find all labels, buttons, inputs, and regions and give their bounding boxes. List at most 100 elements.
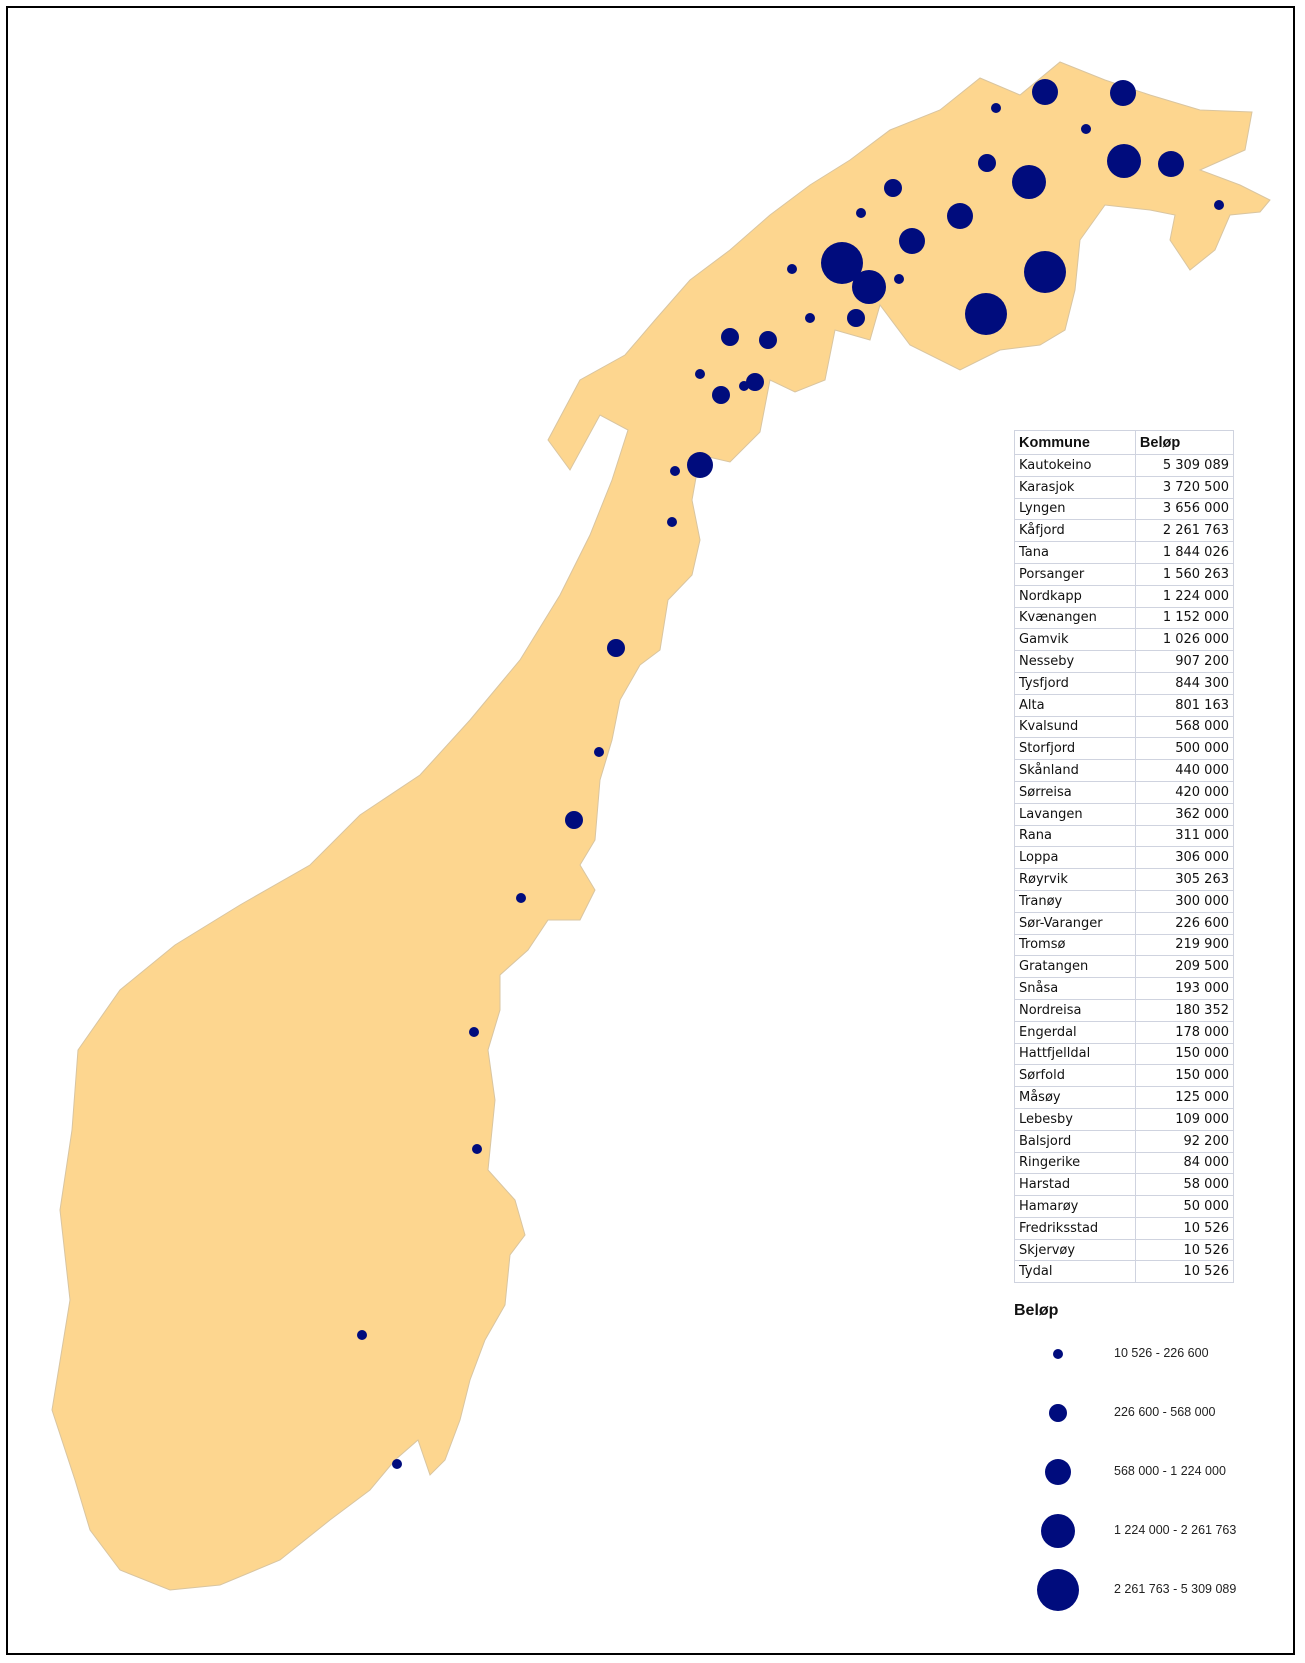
kommune-cell: Balsjord xyxy=(1014,1129,1136,1153)
amount-bubble xyxy=(469,1027,479,1037)
belop-cell: 440 000 xyxy=(1134,759,1235,782)
belop-cell: 226 600 xyxy=(1134,911,1235,935)
belop-cell: 844 300 xyxy=(1134,671,1235,695)
amount-bubble xyxy=(1024,251,1066,293)
norway-outline xyxy=(51,61,1271,1591)
kommune-cell: Porsanger xyxy=(1014,562,1136,586)
kommune-cell: Loppa xyxy=(1014,846,1136,870)
kommune-cell: Sørreisa xyxy=(1014,780,1136,804)
kommune-cell: Lyngen xyxy=(1014,497,1136,521)
belop-cell: 500 000 xyxy=(1134,737,1235,761)
kommune-cell: Tysfjord xyxy=(1014,671,1136,695)
amount-bubble xyxy=(884,179,902,197)
belop-cell: 125 000 xyxy=(1134,1086,1235,1109)
amount-bubble xyxy=(1214,200,1224,210)
legend-bubble xyxy=(1041,1514,1075,1548)
belop-cell: 193 000 xyxy=(1134,977,1235,1000)
belop-cell: 5 309 089 xyxy=(1134,454,1235,477)
amount-bubble xyxy=(594,747,604,757)
map-frame xyxy=(6,6,1295,1655)
belop-cell: 150 000 xyxy=(1134,1064,1235,1088)
amount-bubble xyxy=(739,381,749,391)
kommune-cell: Tromsø xyxy=(1014,933,1136,957)
belop-cell: 362 000 xyxy=(1134,802,1235,826)
belop-cell: 1 224 000 xyxy=(1134,584,1235,608)
kommune-cell: Sør-Varanger xyxy=(1014,911,1136,935)
belop-cell: 311 000 xyxy=(1134,824,1235,848)
belop-cell: 178 000 xyxy=(1134,1020,1235,1044)
amount-bubble xyxy=(978,154,996,172)
belop-cell: 568 000 xyxy=(1134,715,1235,739)
kommune-cell: Tydal xyxy=(1014,1260,1136,1284)
kommune-cell: Nesseby xyxy=(1014,650,1136,673)
legend-label: 568 000 - 1 224 000 xyxy=(1114,1464,1226,1478)
belop-cell: 1 152 000 xyxy=(1134,606,1235,630)
kommune-cell: Nordkapp xyxy=(1014,584,1136,608)
legend-title: Beløp xyxy=(1014,1302,1059,1319)
amount-bubble xyxy=(821,242,863,284)
belop-cell: 50 000 xyxy=(1134,1195,1235,1218)
legend-label: 10 526 - 226 600 xyxy=(1114,1346,1209,1360)
kommune-cell: Skånland xyxy=(1014,759,1136,782)
legend-bubble xyxy=(1037,1569,1079,1611)
belop-cell: 84 000 xyxy=(1134,1151,1235,1175)
kommune-cell: Gratangen xyxy=(1014,955,1136,979)
legend-bubble xyxy=(1049,1404,1067,1422)
kommune-cell: Røyrvik xyxy=(1014,868,1136,891)
belop-cell: 1 026 000 xyxy=(1134,628,1235,652)
amount-bubble xyxy=(746,373,764,391)
kommune-cell: Tana xyxy=(1014,541,1136,564)
legend-label: 226 600 - 568 000 xyxy=(1114,1405,1216,1419)
kommune-cell: Rana xyxy=(1014,824,1136,848)
belop-cell: 300 000 xyxy=(1134,889,1235,913)
belop-cell: 109 000 xyxy=(1134,1107,1235,1131)
kommune-cell: Kåfjord xyxy=(1014,519,1136,543)
kommune-cell: Harstad xyxy=(1014,1173,1136,1197)
belop-cell: 2 261 763 xyxy=(1134,519,1235,543)
amount-bubble xyxy=(687,452,713,478)
kommune-cell: Storfjord xyxy=(1014,737,1136,761)
kommune-cell: Skjervøy xyxy=(1014,1238,1136,1262)
amount-bubble xyxy=(472,1144,482,1154)
amount-bubble xyxy=(759,331,777,349)
belop-cell: 1 844 026 xyxy=(1134,541,1235,564)
belop-cell: 10 526 xyxy=(1134,1260,1235,1284)
legend-bubble xyxy=(1045,1459,1071,1485)
amount-bubble xyxy=(1158,151,1184,177)
amount-bubble xyxy=(1012,165,1046,199)
kommune-cell: Sørfold xyxy=(1014,1064,1136,1088)
belop-cell: 180 352 xyxy=(1134,998,1235,1022)
kommune-cell: Hattfjelldal xyxy=(1014,1042,1136,1066)
kommune-cell: Kautokeino xyxy=(1014,454,1136,477)
amount-bubble xyxy=(965,293,1007,335)
legend-row: 10 526 - 226 600 xyxy=(1014,1332,1274,1382)
belop-cell: 3 720 500 xyxy=(1134,475,1235,499)
kommune-cell: Nordreisa xyxy=(1014,998,1136,1022)
norway-landmass xyxy=(51,61,1271,1591)
legend-row: 1 224 000 - 2 261 763 xyxy=(1014,1509,1274,1559)
belop-cell: 420 000 xyxy=(1134,780,1235,804)
kommune-cell: Tranøy xyxy=(1014,889,1136,913)
amount-bubble xyxy=(847,309,865,327)
kommune-cell: Engerdal xyxy=(1014,1020,1136,1044)
amount-bubbles xyxy=(357,79,1224,1469)
amount-bubble xyxy=(712,386,730,404)
kommune-cell: Måsøy xyxy=(1014,1086,1136,1109)
belop-cell: 58 000 xyxy=(1134,1173,1235,1197)
belop-cell: 10 526 xyxy=(1134,1216,1235,1240)
